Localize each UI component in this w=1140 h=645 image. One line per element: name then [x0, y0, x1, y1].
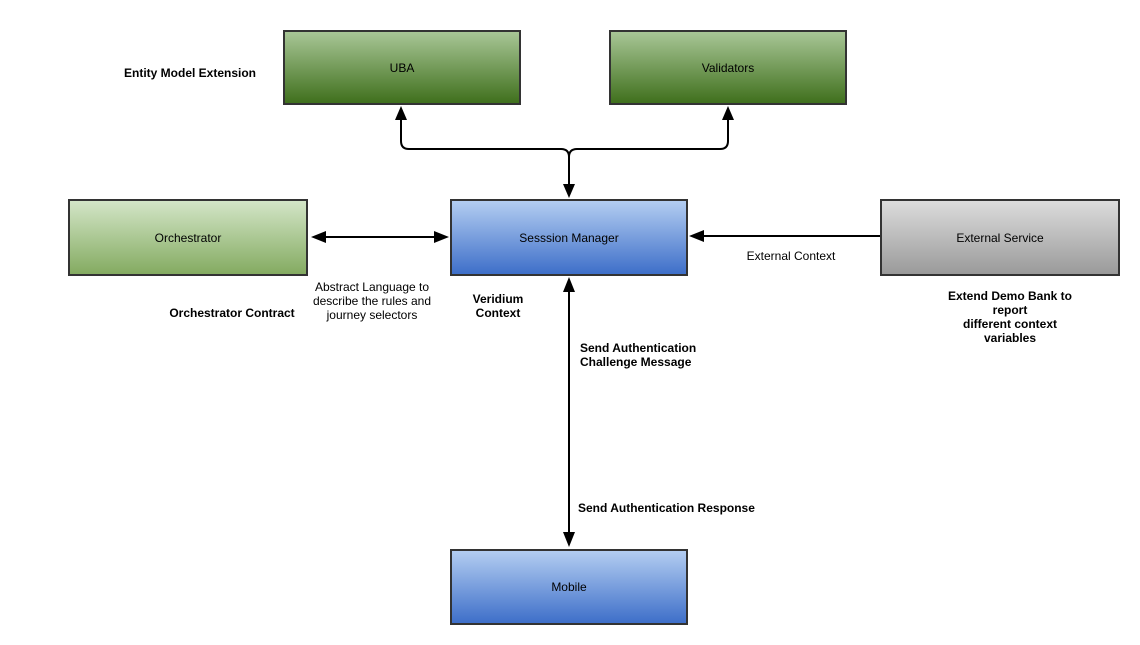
node-external-service-label: External Service [956, 230, 1044, 245]
edge-session-to-uba [400, 118, 570, 185]
arrowhead-into-uba [395, 106, 407, 120]
arrowhead-into-session-bottom [563, 277, 575, 292]
edge-session-to-validators [568, 118, 729, 158]
annotation-extend-demo-bank: Extend Demo Bank to report different con… [947, 289, 1073, 345]
node-mobile: Mobile [450, 549, 688, 625]
node-uba: UBA [283, 30, 521, 105]
node-orchestrator-label: Orchestrator [154, 230, 222, 245]
node-uba-label: UBA [389, 60, 415, 75]
arrowhead-into-mobile [563, 532, 575, 547]
node-session-manager: Sesssion Manager [450, 199, 688, 276]
annotation-veridium-context: Veridium Context [472, 292, 524, 320]
node-external-service: External Service [880, 199, 1120, 276]
node-validators-label: Validators [701, 60, 755, 75]
annotation-abstract-language: Abstract Language to describe the rules … [312, 280, 432, 322]
annotation-orchestrator-contract: Orchestrator Contract [169, 306, 295, 320]
edge-label-external-context: External Context [746, 249, 836, 263]
node-mobile-label: Mobile [551, 580, 587, 594]
edge-label-send-auth-response: Send Authentication Response [578, 501, 755, 515]
edge-label-send-auth-challenge: Send Authentication Challenge Message [580, 341, 697, 369]
arrowhead-into-validators [722, 106, 734, 120]
node-orchestrator: Orchestrator [68, 199, 308, 276]
arrowhead-into-orchestrator [311, 231, 326, 243]
arrowhead-into-session-right [689, 230, 704, 242]
annotation-entity-model-extension: Entity Model Extension [123, 66, 257, 80]
node-validators: Validators [609, 30, 847, 105]
arrowhead-into-session-top [563, 184, 575, 198]
arrowhead-into-session-left [434, 231, 449, 243]
node-session-manager-label: Sesssion Manager [519, 230, 619, 245]
